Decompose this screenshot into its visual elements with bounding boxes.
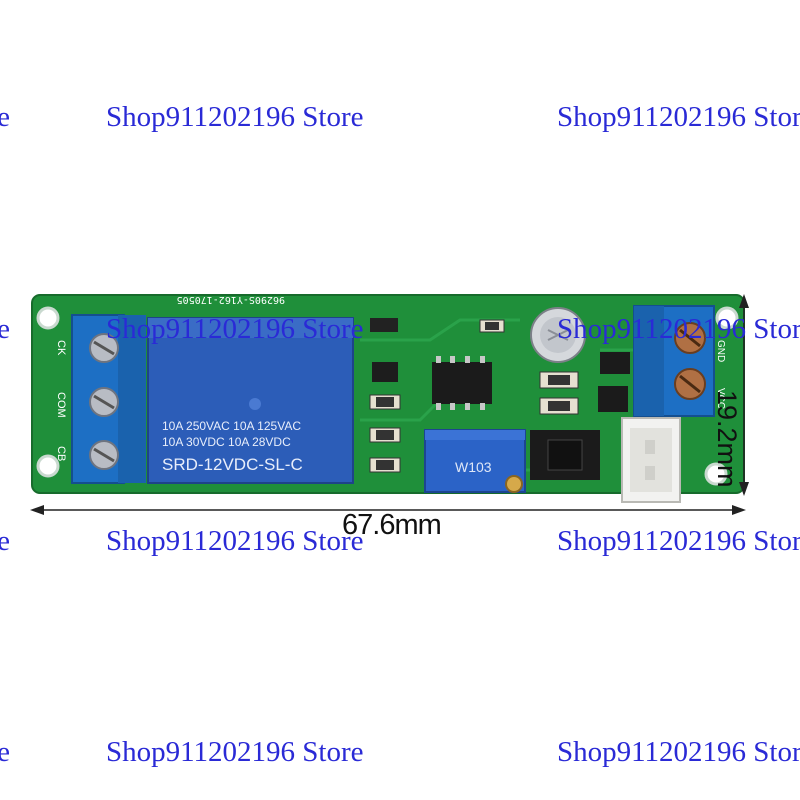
terminal-label-gnd: GND — [715, 340, 726, 362]
relay-rating-line1: 10A 250VAC 10A 125VAC — [162, 419, 301, 433]
watermark: Shop911202196 Store — [557, 736, 800, 768]
watermark: Shop911202196 Store — [106, 736, 364, 768]
potentiometer-trimmer[interactable]: W103 — [424, 429, 526, 493]
trigger-connector — [621, 417, 681, 503]
height-dimension-label: 19.2mm — [712, 390, 742, 488]
mounting-hole — [704, 462, 728, 486]
timer-ic — [432, 362, 492, 404]
adjust-screw-icon[interactable] — [505, 475, 523, 493]
watermark: Shop911202196 Store — [106, 101, 364, 133]
terminal-label-ck: CK — [55, 340, 67, 356]
width-dimension-arrow — [30, 505, 746, 515]
watermark: Shop911202196 Store — [106, 525, 364, 557]
height-dimension-arrow — [739, 294, 749, 496]
mounting-hole — [36, 306, 60, 330]
watermark: Shop911202196 Store — [557, 313, 800, 345]
watermark: Shop911202196 Store — [106, 313, 364, 345]
relay: 10A 250VAC 10A 125VAC 10A 30VDC 10A 28VD… — [147, 317, 354, 484]
relay-rating-line2: 10A 30VDC 10A 28VDC — [162, 435, 291, 449]
transistor — [372, 362, 398, 382]
relay-module-board: CK COM CB 10A 250VAC 10A 125VAC 10A 30VD… — [31, 294, 745, 503]
terminal-label-com: COM — [55, 392, 67, 418]
output-terminal-block — [71, 314, 146, 484]
watermark: Shop911202196 Store — [0, 315, 10, 344]
watermark: Shop911202196 Store — [0, 103, 10, 132]
smd-components — [369, 318, 630, 480]
watermark: Shop911202196 Store — [0, 738, 10, 767]
mounting-hole — [36, 454, 60, 478]
power-terminal-block — [633, 305, 715, 417]
watermark: Shop911202196 Store — [0, 527, 10, 556]
terminal-label-vcc: VCC — [715, 388, 726, 409]
width-dimension-label: 67.6mm — [342, 509, 442, 541]
transistor — [370, 318, 398, 332]
relay-model: SRD-12VDC-SL-C — [162, 455, 303, 474]
terminal-label-cb: CB — [55, 446, 67, 461]
watermark: Shop911202196 Store — [557, 101, 800, 133]
mounting-hole — [715, 306, 739, 330]
potentiometer-label: W103 — [455, 459, 492, 475]
watermark: Shop911202196 Store — [557, 525, 800, 557]
capacitor — [530, 307, 586, 363]
board-serial: 96290S-Y162-170505 — [177, 294, 285, 305]
